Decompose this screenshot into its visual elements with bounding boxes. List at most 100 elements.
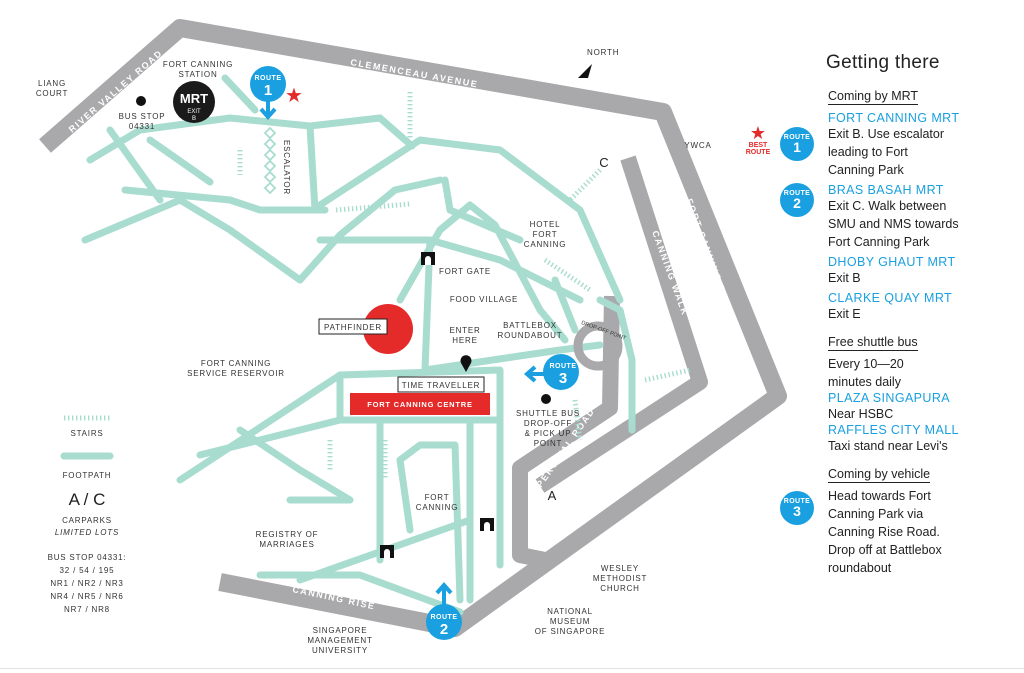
legend-bus-line-1: 32 / 54 / 195 xyxy=(60,566,115,575)
svg-text:ROUTE: ROUTE xyxy=(255,75,282,82)
wesley-label-2: METHODIST xyxy=(593,574,647,583)
mrt-heading: Coming by MRT xyxy=(828,89,919,105)
footpaths xyxy=(81,74,636,616)
legend-bus-line-3: NR4 / NR5 / NR6 xyxy=(50,592,123,601)
route-2-marker: ROUTE 2 xyxy=(426,581,462,640)
shuttle-text-2: minutes daily xyxy=(828,375,901,389)
food-village-label: FOOD VILLAGE xyxy=(450,295,518,304)
hotel-label-2: FORT xyxy=(533,230,558,239)
route-3-desc-3: Canning Rise Road. xyxy=(828,525,940,539)
mrt-label: MRT xyxy=(180,91,208,106)
panel-title: Getting there xyxy=(826,52,940,73)
dhoby-ghaut-mrt-name: DHOBY GHAUT MRT xyxy=(828,255,956,269)
liang-court-label: LIANG xyxy=(38,79,66,88)
legend-footpath-label: FOOTPATH xyxy=(63,471,112,480)
svg-text:1: 1 xyxy=(264,82,272,99)
shuttle-bus-label-2: DROP-OFF xyxy=(524,419,572,428)
route-1-desc-1: Exit B. Use escalator xyxy=(828,127,945,141)
raffles-city-name: RAFFLES CITY MALL xyxy=(828,423,959,437)
bus-stop-label-2: 04331 xyxy=(129,122,155,131)
shuttle-heading: Free shuttle bus xyxy=(828,335,918,351)
legend-bus-line-4: NR7 / NR8 xyxy=(64,605,110,614)
best-route-badge: ★ BEST ROUTE xyxy=(740,123,776,156)
service-reservoir-label: FORT CANNING xyxy=(201,359,271,368)
shuttle-bus-label-4: POINT xyxy=(534,439,562,448)
north-label: NORTH xyxy=(587,48,619,57)
bottom-divider xyxy=(0,668,1024,669)
pathfinder-label: PATHFINDER xyxy=(324,323,382,332)
mrt-station-icon xyxy=(173,81,215,123)
pathfinder-marker xyxy=(363,304,413,354)
route-1-desc-2: leading to Fort xyxy=(828,145,908,159)
service-reservoir-label-2: SERVICE RESERVOIR xyxy=(187,369,285,378)
plaza-singapura-name: PLAZA SINGAPURA xyxy=(828,391,951,405)
canning-walk-road xyxy=(535,155,708,493)
exit-label: EXIT xyxy=(187,109,201,115)
legend-limited-label: LIMITED LOTS xyxy=(55,528,119,537)
route-3-desc-1: Head towards Fort xyxy=(828,489,931,503)
escalator xyxy=(263,126,277,195)
enter-here-label: ENTER xyxy=(449,326,480,335)
fort-canning-centre-block xyxy=(350,393,490,415)
smu-label-2: MANAGEMENT xyxy=(307,636,372,645)
museum-label-2: MUSEUM xyxy=(550,617,590,626)
smu-label: SINGAPORE xyxy=(313,626,368,635)
vehicle-heading: Coming by vehicle xyxy=(828,467,931,483)
svg-text:2: 2 xyxy=(440,621,448,638)
battlebox-label-2: ROUNDABOUT xyxy=(498,331,563,340)
plaza-singapura-desc: Near HSBC xyxy=(828,407,894,421)
gate-icon-south-west xyxy=(380,545,394,558)
stairs xyxy=(64,92,691,480)
star-icon: ★ xyxy=(749,123,767,143)
svg-text:3: 3 xyxy=(559,370,567,387)
hotel-label: HOTEL xyxy=(530,220,561,229)
legend-carparks-label: CARPARKS xyxy=(62,516,112,525)
svg-text:ROUTE: ROUTE xyxy=(550,363,577,370)
enter-here-pin-icon xyxy=(460,355,472,372)
svg-text:ROUTE: ROUTE xyxy=(431,614,458,621)
smu-label-3: UNIVERSITY xyxy=(312,646,368,655)
registry-label-2: MARRIAGES xyxy=(259,540,314,549)
getting-there-panel: Getting there Coming by MRT ★ BEST ROUTE… xyxy=(746,52,1016,577)
legend-stairs-label: STAIRS xyxy=(70,429,103,438)
gate-icon-south-east xyxy=(480,518,494,531)
fort-canning-label: FORT xyxy=(425,493,450,502)
percival-road xyxy=(512,295,620,568)
legend-carpark-letters: A / C xyxy=(69,490,106,509)
route-2-desc-1: Exit C. Walk between xyxy=(828,199,947,213)
route-3-desc-2: Canning Park via xyxy=(828,507,924,521)
fort-canning-mrt-name: FORT CANNING MRT xyxy=(828,111,960,125)
route-2-desc-3: Fort Canning Park xyxy=(828,235,930,249)
raffles-city-desc: Taxi stand near Levi's xyxy=(828,439,948,453)
battlebox-label: BATTLEBOX xyxy=(503,321,557,330)
legend-bus-stop-title: BUS STOP 04331: xyxy=(48,553,127,562)
carpark-c-label: C xyxy=(599,155,608,170)
escalator-label: ESCALATOR xyxy=(282,140,291,195)
map-legend: STAIRS FOOTPATH A / C CARPARKS LIMITED L… xyxy=(48,429,127,614)
ywca-label: YWCA xyxy=(684,141,711,150)
clarke-quay-block: CLARKE QUAY MRT Exit E xyxy=(826,291,1016,323)
shuttle-bus-label-3: & PICK UP xyxy=(525,429,572,438)
fort-canning-centre-label: FORT CANNING CENTRE xyxy=(367,400,473,409)
shuttle-bus-label: SHUTTLE BUS xyxy=(516,409,580,418)
drop-off-roundabout xyxy=(573,321,623,371)
shuttle-bus-dot xyxy=(541,394,551,404)
gate-icon-fort-gate xyxy=(421,252,435,265)
museum-label-3: OF SINGAPORE xyxy=(535,627,606,636)
roads xyxy=(39,19,787,637)
dhoby-ghaut-block: DHOBY GHAUT MRT Exit B xyxy=(826,255,1016,287)
north-arrow-icon xyxy=(578,64,592,78)
liang-court-label-2: COURT xyxy=(36,89,68,98)
legend-bus-line-2: NR1 / NR2 / NR3 xyxy=(50,579,123,588)
wesley-label-3: CHURCH xyxy=(600,584,639,593)
route-1-marker: ROUTE 1 xyxy=(250,66,286,121)
route-3-desc-4: Drop off at Battlebox xyxy=(828,543,942,557)
route-3-marker: ROUTE 3 xyxy=(523,354,579,390)
